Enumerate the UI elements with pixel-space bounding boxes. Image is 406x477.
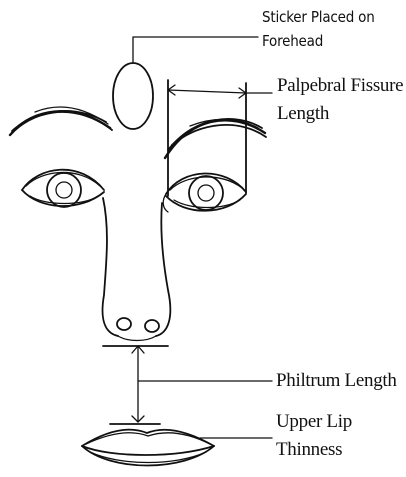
- upper-lip-label-line1: Upper Lip: [276, 412, 352, 432]
- left-eyebrow: [10, 107, 112, 135]
- palpebral-label-line1: Palpebral Fissure: [277, 76, 403, 96]
- sticker-label-line1: Sticker Placed on: [262, 10, 375, 26]
- right-eye: [163, 173, 246, 212]
- upper-lip-label-line2: Thinness: [276, 440, 342, 460]
- philtrum-label: Philtrum Length: [276, 371, 397, 391]
- forehead-sticker: [113, 37, 258, 129]
- right-eyebrow: [165, 119, 266, 158]
- sticker-label-line2: Forehead: [262, 34, 323, 50]
- left-eye: [22, 170, 104, 207]
- nose: [103, 198, 171, 341]
- lips: [82, 430, 272, 466]
- palpebral-label-line2: Length: [277, 104, 329, 124]
- philtrum-marker: [103, 346, 272, 424]
